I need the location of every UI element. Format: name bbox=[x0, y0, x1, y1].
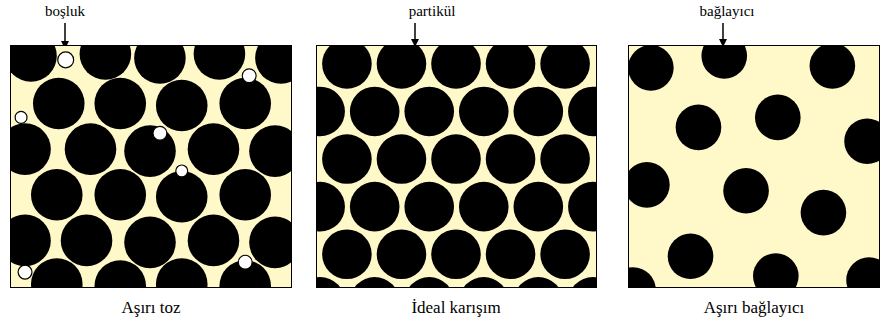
part-label: bağlayıcı bbox=[700, 3, 755, 20]
excess-powder-panel bbox=[10, 45, 292, 288]
ideal-mix-panel bbox=[316, 45, 597, 288]
particle-illustration bbox=[317, 46, 596, 287]
leader-line bbox=[722, 23, 724, 46]
excess-binder-panel bbox=[628, 45, 880, 288]
particle-illustration bbox=[629, 46, 879, 287]
leader-line bbox=[414, 23, 416, 46]
particle-illustration bbox=[11, 46, 291, 287]
panel-caption: İdeal karışım bbox=[411, 298, 500, 318]
part-label: boşluk bbox=[45, 3, 85, 20]
panel-caption: Aşırı toz bbox=[121, 298, 180, 318]
part-label: partikül bbox=[409, 3, 456, 20]
panel-caption: Aşırı bağlayıcı bbox=[704, 298, 805, 318]
